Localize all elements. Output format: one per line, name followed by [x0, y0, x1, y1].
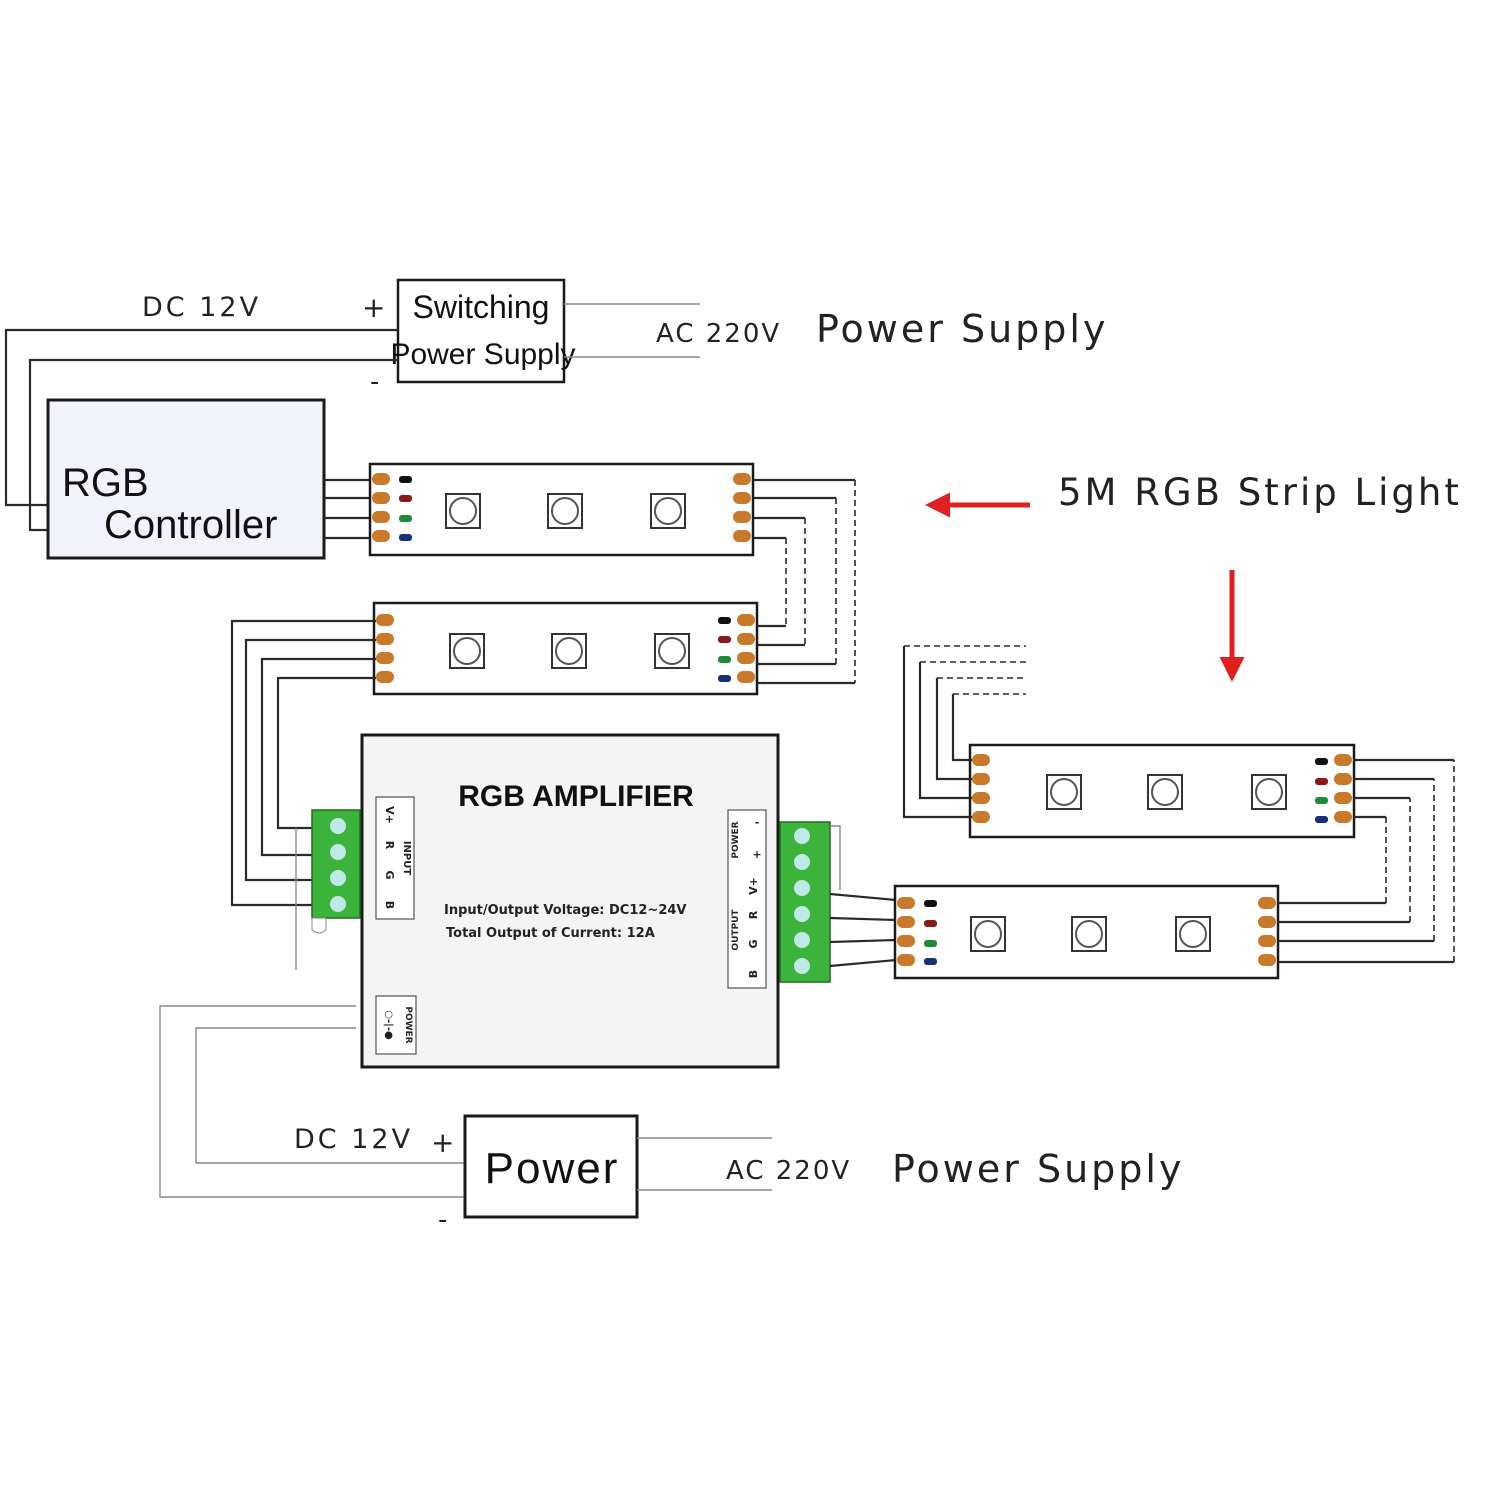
- amplifier-spec-voltage: Input/Output Voltage: DC12~24V: [444, 903, 686, 918]
- strip-1-left-pads: [372, 473, 390, 542]
- amplifier-power-wires: [159, 1005, 465, 1198]
- strip-2-color-dots: [718, 617, 731, 682]
- top-ac-voltage-label: AC 220V: [656, 319, 781, 349]
- input-pin-g: G: [383, 870, 396, 879]
- strip-light-callout: 5M RGB Strip Light: [925, 471, 1462, 682]
- bottom-power-supply: Power: [463, 1114, 639, 1219]
- input-pin-vplus: V+: [383, 806, 396, 824]
- controller-label-1: RGB: [62, 461, 149, 505]
- strip-2-left-pads: [376, 614, 394, 683]
- strip-1-right-pads: [733, 473, 751, 542]
- top-dc-voltage-label: DC 12V: [142, 292, 261, 323]
- dc-power-label: POWER: [403, 1006, 413, 1043]
- strip-2-right-wires: [757, 624, 855, 685]
- power-label: POWER: [731, 821, 741, 858]
- strip-4-leds: [1046, 774, 1287, 810]
- dc-positive-wire-top: [4, 328, 398, 507]
- bottom-minus-sign: -: [438, 1205, 447, 1235]
- led-strip-1: [368, 462, 755, 557]
- amplifier-output-wires: [829, 892, 897, 968]
- led-strip-3: [893, 884, 1280, 980]
- output-pin-g: G: [747, 939, 760, 948]
- output-label: OUTPUT: [731, 909, 741, 951]
- power-pin-minus: -: [755, 816, 760, 829]
- dc-negative-wire-top: [28, 358, 398, 532]
- top-plus-sign: +: [362, 291, 385, 324]
- strip-4-right-pads: [1334, 754, 1352, 823]
- strip-1-leds: [445, 493, 686, 529]
- input-label: INPUT: [401, 841, 412, 876]
- bottom-dc-voltage-label: DC 12V: [294, 1124, 413, 1155]
- strip-4-color-dots: [1315, 758, 1328, 823]
- strip-3-right-pads: [1258, 897, 1276, 966]
- dc-power-pins: ○-|-●: [383, 1010, 394, 1040]
- strip-4-right-wires: [1354, 758, 1454, 819]
- strip-3-color-dots: [924, 900, 937, 965]
- amplifier-dc-power-block: ○-|-● POWER: [375, 995, 417, 1055]
- controller-output-wires: [324, 478, 372, 540]
- amplifier-output-label-block: POWER - + OUTPUT V+ R G B: [727, 809, 767, 989]
- strip-2-right-pads: [737, 614, 755, 683]
- top-minus-sign: -: [370, 367, 379, 397]
- input-pin-b: B: [383, 901, 396, 909]
- strip-light-label: 5M RGB Strip Light: [1058, 471, 1462, 514]
- amplifier-input-label-block: V+ R G B INPUT: [375, 796, 415, 920]
- led-strip-2: [372, 601, 759, 696]
- strip-4-left-pads: [972, 754, 990, 823]
- switching-supply-label-2: Power Supply: [390, 338, 575, 371]
- strip-4-left-continuation-wires: [902, 645, 1026, 819]
- strip-3-leds: [970, 916, 1211, 952]
- strip-3-left-pads: [897, 897, 915, 966]
- top-power-supply-label: Power Supply: [816, 307, 1108, 351]
- rgb-controller: RGB Controller: [46, 398, 326, 560]
- controller-label-2: Controller: [104, 503, 277, 547]
- bottom-ac-voltage-label: AC 220V: [726, 1156, 851, 1186]
- led-strip-4: [968, 743, 1356, 839]
- strip-3-to-strip-4-wires: [1278, 760, 1455, 964]
- output-pin-vplus: V+: [747, 877, 760, 895]
- input-pin-r: R: [383, 841, 396, 850]
- strip-1-color-dots: [399, 476, 412, 541]
- output-pin-b: B: [747, 970, 760, 978]
- amplifier-input-terminal: [295, 809, 361, 970]
- output-pin-r: R: [747, 910, 760, 919]
- amplifier-title: RGB AMPLIFIER: [458, 780, 694, 813]
- amplifier-output-terminal: [779, 821, 841, 983]
- switching-supply-label-1: Switching: [413, 289, 550, 325]
- bottom-power-supply-label: Power Supply: [892, 1147, 1184, 1191]
- power-pin-plus: +: [752, 848, 761, 861]
- strip-1-to-strip-2-wires: [753, 478, 856, 683]
- rgb-amplifier: RGB AMPLIFIER Input/Output Voltage: DC12…: [360, 733, 780, 1069]
- amplifier-spec-current: Total Output of Current: 12A: [446, 926, 655, 941]
- switching-power-supply: Switching Power Supply: [390, 278, 576, 384]
- strip-2-to-amplifier-wires: [230, 619, 376, 907]
- bottom-plus-sign: +: [431, 1126, 454, 1159]
- strip-2-leds: [449, 633, 690, 669]
- bottom-power-box-label: Power: [485, 1144, 620, 1193]
